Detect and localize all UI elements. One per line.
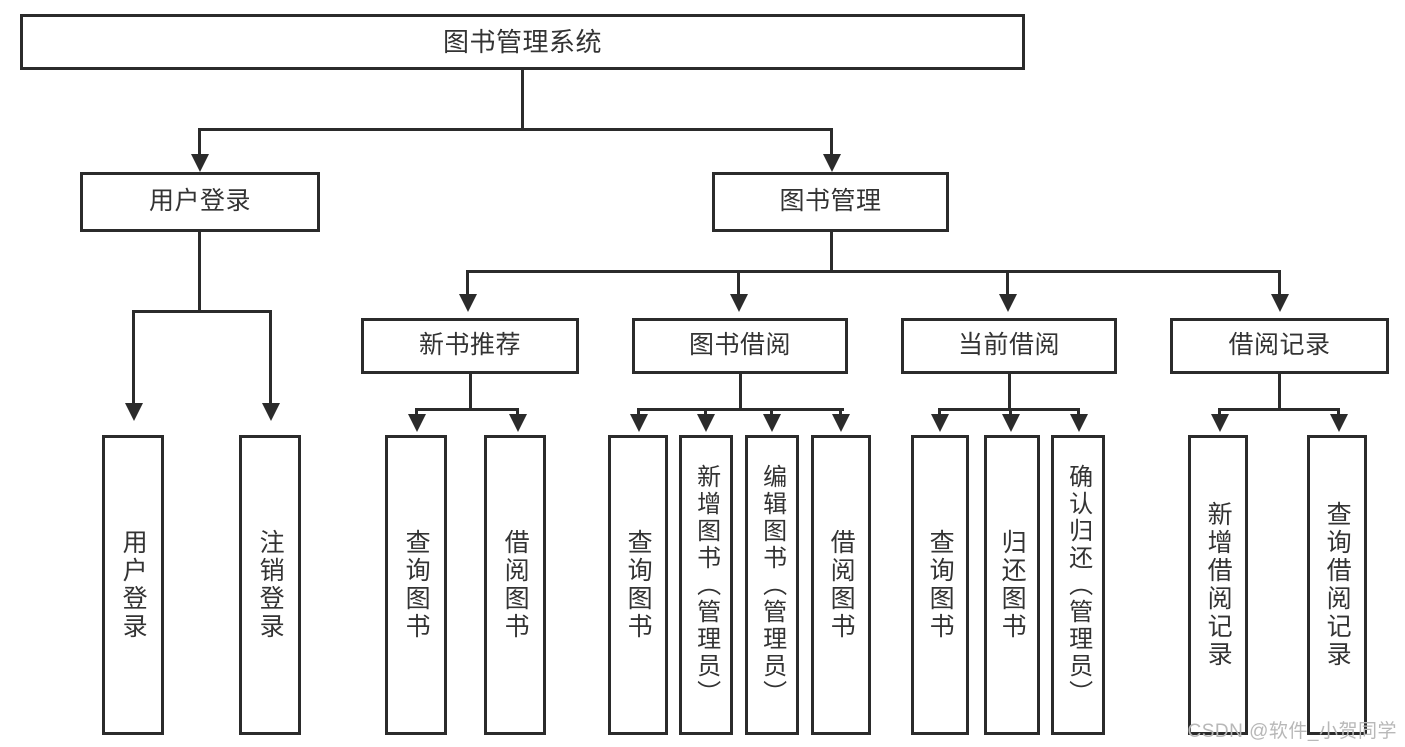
node-label: 编辑图书（管理员） <box>758 463 786 707</box>
node-label: 查询图书 <box>926 529 955 641</box>
connector-user-login-stem <box>198 232 201 310</box>
node-current-borrowing[interactable]: 当前借阅 <box>901 318 1117 374</box>
leaf-logout[interactable]: 注销登录 <box>239 435 301 735</box>
connector-user-login-branch-2 <box>269 310 272 405</box>
arrow-book-mgmt-to-records <box>1271 294 1289 312</box>
connector-book-mgmt-branch-3 <box>1006 270 1009 296</box>
node-label: 用户登录 <box>119 529 148 641</box>
leaf-query-books-borrow[interactable]: 查询图书 <box>608 435 668 735</box>
node-label: 确认归还（管理员） <box>1064 463 1092 707</box>
node-label: 新增借阅记录 <box>1204 501 1233 669</box>
arrow-book-mgmt-to-current <box>999 294 1017 312</box>
arrow-new-book-leaf-1 <box>408 414 426 432</box>
connector-root-to-book-mgmt <box>830 128 833 156</box>
leaf-return-books[interactable]: 归还图书 <box>984 435 1040 735</box>
node-user-login[interactable]: 用户登录 <box>80 172 320 232</box>
connector-new-book-branch-2 <box>516 408 519 418</box>
node-label: 图书管理系统 <box>442 26 602 57</box>
node-label: 查询借阅记录 <box>1323 501 1352 669</box>
node-book-management[interactable]: 图书管理 <box>712 172 949 232</box>
connector-borrow-bus <box>637 408 844 411</box>
leaf-confirm-return-admin[interactable]: 确认归还（管理员） <box>1051 435 1105 735</box>
connector-current-branch-2 <box>1009 408 1012 418</box>
connector-records-stem <box>1278 374 1281 408</box>
arrow-user-login-leaf-1 <box>125 403 143 421</box>
connector-borrow-branch-1 <box>637 408 640 418</box>
connector-borrow-branch-4 <box>839 408 842 418</box>
node-label: 新增图书（管理员） <box>692 463 720 707</box>
connector-root-bus <box>198 128 833 131</box>
connector-new-book-branch-1 <box>415 408 418 418</box>
node-label: 查询图书 <box>402 529 431 641</box>
node-label: 图书借阅 <box>688 331 791 360</box>
leaf-user-login[interactable]: 用户登录 <box>102 435 164 735</box>
arrow-borrow-leaf-4 <box>832 414 850 432</box>
connector-root-to-user-login <box>198 128 201 156</box>
arrow-current-leaf-2 <box>1002 414 1020 432</box>
arrow-book-mgmt-to-borrow <box>730 294 748 312</box>
arrow-new-book-leaf-2 <box>509 414 527 432</box>
leaf-query-books-current[interactable]: 查询图书 <box>911 435 969 735</box>
arrow-book-mgmt-to-new-book <box>459 294 477 312</box>
leaf-borrow-books-recommend[interactable]: 借阅图书 <box>484 435 546 735</box>
arrow-records-leaf-1 <box>1211 414 1229 432</box>
connector-user-login-branch-1 <box>132 310 135 405</box>
leaf-query-borrow-record[interactable]: 查询借阅记录 <box>1307 435 1367 735</box>
arrow-borrow-leaf-1 <box>630 414 648 432</box>
leaf-borrow-books[interactable]: 借阅图书 <box>811 435 871 735</box>
connector-borrow-stem <box>739 374 742 408</box>
arrow-borrow-leaf-2 <box>697 414 715 432</box>
connector-book-mgmt-branch-2 <box>737 270 740 296</box>
node-label: 注销登录 <box>256 529 285 641</box>
arrow-root-to-user-login <box>191 154 209 172</box>
leaf-query-books-recommend[interactable]: 查询图书 <box>385 435 447 735</box>
connector-borrow-branch-3 <box>770 408 773 418</box>
connector-current-branch-3 <box>1077 408 1080 418</box>
node-new-book-recommendation[interactable]: 新书推荐 <box>361 318 579 374</box>
node-label: 查询图书 <box>624 529 653 641</box>
node-label: 归还图书 <box>998 529 1027 641</box>
arrow-root-to-book-mgmt <box>823 154 841 172</box>
leaf-edit-book-admin[interactable]: 编辑图书（管理员） <box>745 435 799 735</box>
connector-borrow-branch-2 <box>704 408 707 418</box>
arrow-borrow-leaf-3 <box>763 414 781 432</box>
leaf-add-borrow-record[interactable]: 新增借阅记录 <box>1188 435 1248 735</box>
connector-records-bus <box>1218 408 1339 411</box>
connector-new-book-stem <box>469 374 472 408</box>
arrow-records-leaf-2 <box>1330 414 1348 432</box>
connector-book-mgmt-bus <box>466 270 1281 273</box>
node-borrowing-records[interactable]: 借阅记录 <box>1170 318 1389 374</box>
connector-records-branch-1 <box>1218 408 1221 418</box>
node-label: 当前借阅 <box>957 331 1060 360</box>
arrow-current-leaf-1 <box>931 414 949 432</box>
node-label: 借阅图书 <box>501 529 530 641</box>
connector-book-mgmt-branch-4 <box>1278 270 1281 296</box>
connector-book-mgmt-branch-1 <box>466 270 469 296</box>
node-root-book-management-system[interactable]: 图书管理系统 <box>20 14 1025 70</box>
node-book-borrowing[interactable]: 图书借阅 <box>632 318 848 374</box>
leaf-add-book-admin[interactable]: 新增图书（管理员） <box>679 435 733 735</box>
connector-current-branch-1 <box>938 408 941 418</box>
connector-book-mgmt-stem <box>830 232 833 270</box>
node-label: 借阅记录 <box>1228 331 1331 360</box>
watermark-text: CSDN @软件_小贺同学 <box>1187 721 1397 742</box>
connector-user-login-bus <box>132 310 272 313</box>
connector-root-stem <box>521 70 524 128</box>
arrow-current-leaf-3 <box>1070 414 1088 432</box>
node-label: 图书管理 <box>779 187 882 216</box>
connector-current-stem <box>1008 374 1011 408</box>
node-label: 借阅图书 <box>827 529 856 641</box>
node-label: 用户登录 <box>148 187 251 216</box>
arrow-user-login-leaf-2 <box>262 403 280 421</box>
connector-new-book-bus <box>415 408 519 411</box>
node-label: 新书推荐 <box>418 331 521 360</box>
connector-records-branch-2 <box>1337 408 1340 418</box>
